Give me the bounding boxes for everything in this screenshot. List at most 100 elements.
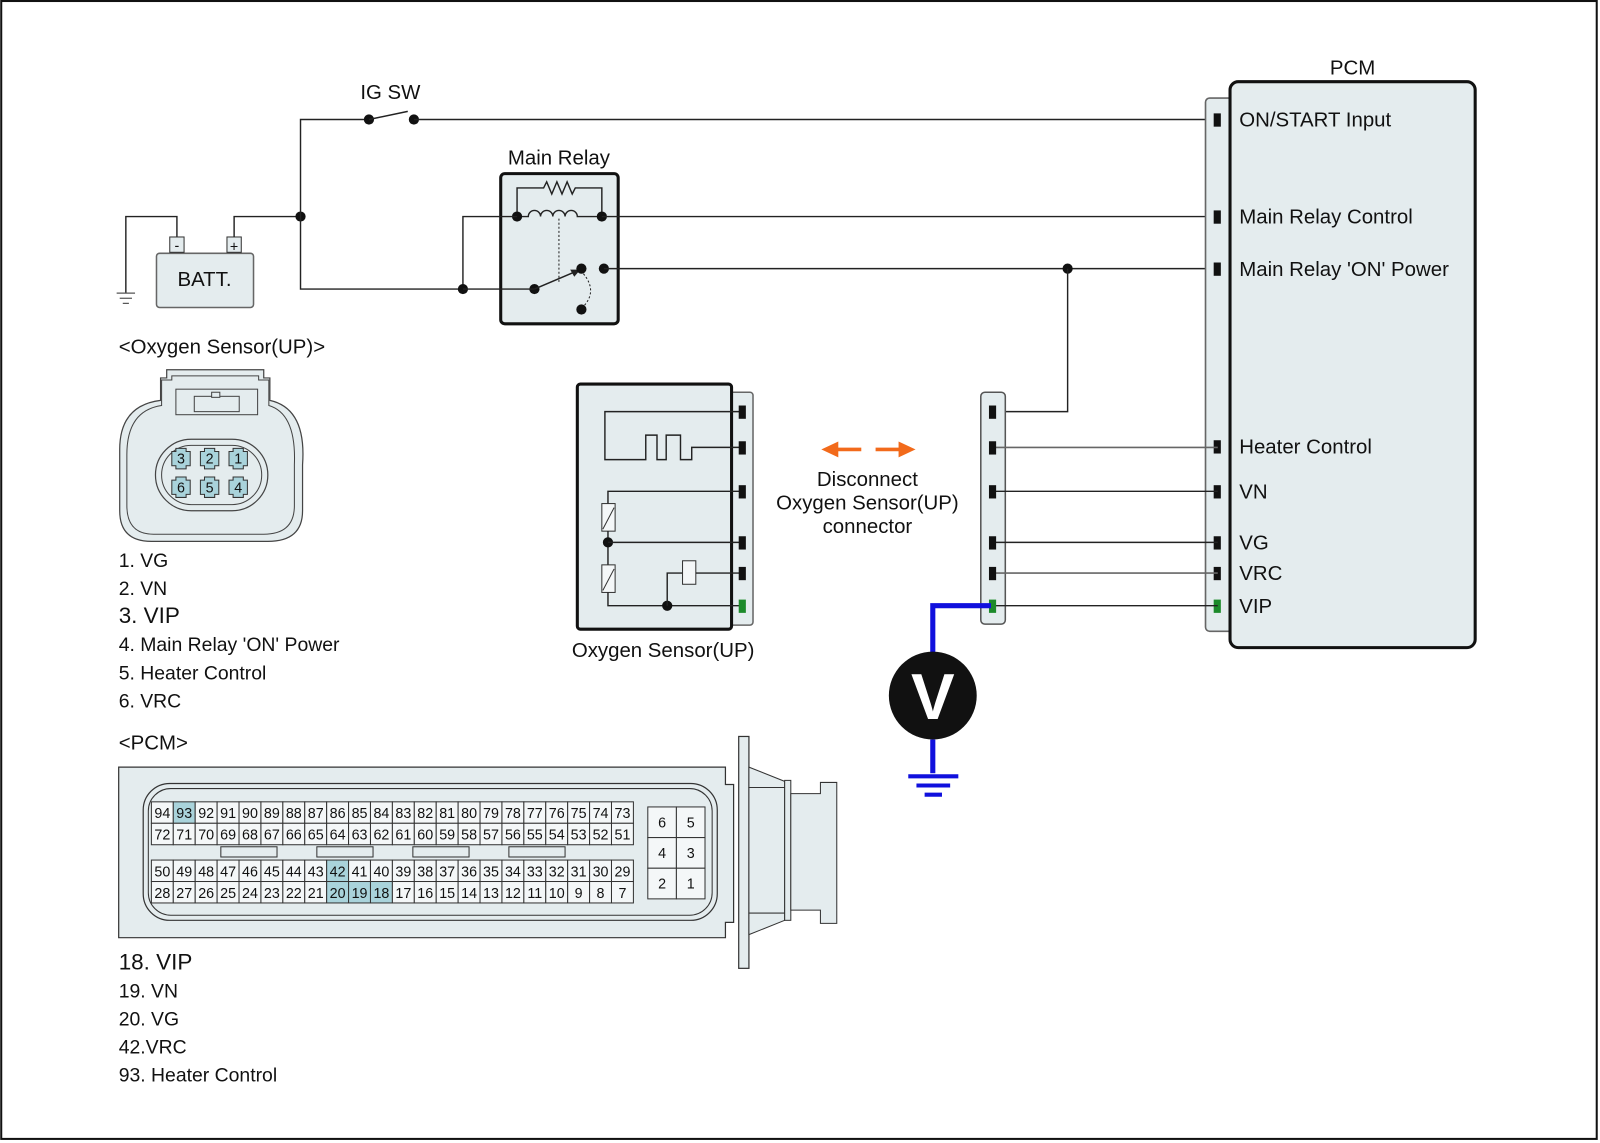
instruction-line-3: connector — [823, 516, 913, 538]
oxygen-sensor-module — [575, 382, 754, 631]
pcm-pin-number: 17 — [395, 886, 411, 902]
pcm-pin-number: 31 — [571, 864, 587, 880]
pcm-pin-number: 56 — [505, 828, 521, 844]
o2-connector-title: <Oxygen Sensor(UP)> — [119, 336, 325, 358]
pcm-pin-cell: 30 — [589, 859, 613, 883]
pcm-pin-cell: 92 — [194, 801, 218, 824]
pcm-pin-label: VRC — [1239, 563, 1282, 585]
pcm-pin-number: 77 — [527, 806, 543, 822]
pcm-pin-number: 9 — [575, 886, 583, 902]
sensor-terminal — [738, 536, 746, 550]
pcm-pin-number: 74 — [593, 806, 609, 822]
pcm-pin-cell: 65 — [304, 822, 328, 846]
pcm-pin-cell: 83 — [391, 801, 415, 824]
pcm-pin-cell: 33 — [523, 859, 547, 883]
pcm-pin-number: 69 — [220, 828, 236, 844]
pcm-pin-cell: 69 — [216, 822, 240, 846]
pcm-pin-cell: 80 — [457, 801, 481, 824]
pcm-pin-cell: 73 — [610, 801, 634, 824]
pcm-power-pin-number: 3 — [687, 846, 695, 862]
pcm-pin-number: 20 — [330, 886, 346, 902]
pcm-pin-cell: 60 — [413, 822, 437, 846]
pcm-pin-number: 18 — [373, 886, 389, 902]
pcm-pin-cell: 49 — [172, 859, 196, 883]
o2-pin-number: 5 — [206, 480, 214, 496]
disconnect-arrows-icon — [821, 441, 916, 458]
pcm-pin-number: 38 — [417, 864, 433, 880]
pcm-pin-cell: 90 — [238, 801, 262, 824]
pcm-pin-label: Main Relay 'ON' Power — [1239, 259, 1449, 281]
pcm-pin-number: 82 — [417, 806, 433, 822]
pcm-pin-cell: 40 — [369, 859, 393, 883]
ground-icon — [116, 215, 178, 304]
pcm-pin-cell: 22 — [282, 880, 306, 904]
pcm-pin-number: 33 — [527, 864, 543, 880]
pcm-pin-number: 71 — [176, 828, 192, 844]
pcm-power-pin-number: 2 — [658, 877, 666, 893]
pcm-pin-cell: 29 — [610, 859, 634, 883]
battery-negative-label: - — [175, 238, 180, 254]
pcm-pin-cell: 43 — [304, 859, 328, 883]
pcm-pin-cell: 17 — [391, 880, 415, 904]
pcm-pin-label: Heater Control — [1239, 437, 1372, 459]
o2-legend-item: 2. VN — [119, 578, 167, 600]
pcm-pin-number: 62 — [373, 828, 389, 844]
pcm-pin-number: 32 — [549, 864, 565, 880]
pcm-pin-cell: 32 — [545, 859, 569, 883]
pcm-power-pin: 2 — [647, 867, 677, 900]
pcm-power-pin-number: 5 — [687, 815, 695, 831]
o2-legend-item: 3. VIP — [119, 603, 180, 628]
harness-terminal — [988, 405, 997, 419]
pin-terminal — [1213, 113, 1221, 127]
pcm-pin-number: 63 — [352, 828, 368, 844]
pcm-pin-label: ON/START Input — [1239, 110, 1391, 132]
pcm-pin-number: 92 — [198, 806, 214, 822]
pcm-pin-number: 29 — [614, 864, 630, 880]
o2-pin-number: 6 — [177, 480, 185, 496]
pcm-pin-cell: 55 — [523, 822, 547, 846]
pcm-pin-number: 93 — [176, 806, 192, 822]
pcm-pin-number: 50 — [154, 864, 170, 880]
pcm-pin-number: 44 — [286, 864, 302, 880]
pcm-pin-number: 94 — [154, 806, 170, 822]
pcm-pin-cell: 42 — [326, 859, 350, 883]
pcm-pin-number: 58 — [461, 828, 477, 844]
pcm-pin-number: 52 — [593, 828, 609, 844]
pcm-pin-number: 46 — [242, 864, 258, 880]
harness-terminal — [988, 536, 997, 550]
pcm-pin-number: 78 — [505, 806, 521, 822]
pcm-pin-cell: 7 — [610, 880, 634, 904]
harness-terminal — [988, 566, 997, 581]
pcm-pin-cell: 35 — [479, 859, 503, 883]
pcm-legend-item: 19. VN — [119, 980, 178, 1002]
pcm-pin-number: 11 — [527, 886, 542, 902]
pcm-pin-cell: 47 — [216, 859, 240, 883]
pcm-pin-cell: 75 — [567, 801, 591, 824]
pcm-pin-number: 35 — [483, 864, 499, 880]
pcm-pin-cell: 51 — [610, 822, 634, 846]
pcm-pin-number: 84 — [373, 806, 389, 822]
pcm-pin: Main Relay Control — [1213, 207, 1413, 229]
pcm-pin-number: 49 — [176, 864, 192, 880]
pcm-pin-cell: 62 — [369, 822, 393, 846]
pcm-pin-cell: 15 — [435, 880, 459, 904]
pcm-pin-cell: 46 — [238, 859, 262, 883]
harness-connector[interactable] — [980, 391, 1007, 625]
o2-pin: 5 — [199, 476, 220, 498]
main-relay — [499, 172, 620, 326]
pcm-pin-number: 59 — [439, 828, 455, 844]
sensor-terminal — [738, 405, 746, 419]
voltmeter[interactable]: V — [888, 603, 992, 797]
pcm-pin-cell: 57 — [479, 822, 503, 846]
pcm-pin-cell: 9 — [567, 880, 591, 904]
pcm-pin-number: 16 — [417, 886, 433, 902]
pcm-power-pin-number: 1 — [687, 877, 695, 893]
pcm-pin-cell: 39 — [391, 859, 415, 883]
battery-label: BATT. — [177, 269, 231, 291]
pcm-power-pin-number: 4 — [658, 846, 666, 862]
oxygen-sensor-label: Oxygen Sensor(UP) — [572, 640, 755, 662]
pcm-pin-cell: 56 — [501, 822, 525, 846]
pcm-power-pin: 1 — [675, 867, 706, 900]
pcm-pin-cell: 24 — [238, 880, 262, 904]
pcm-power-pin: 6 — [647, 806, 677, 839]
